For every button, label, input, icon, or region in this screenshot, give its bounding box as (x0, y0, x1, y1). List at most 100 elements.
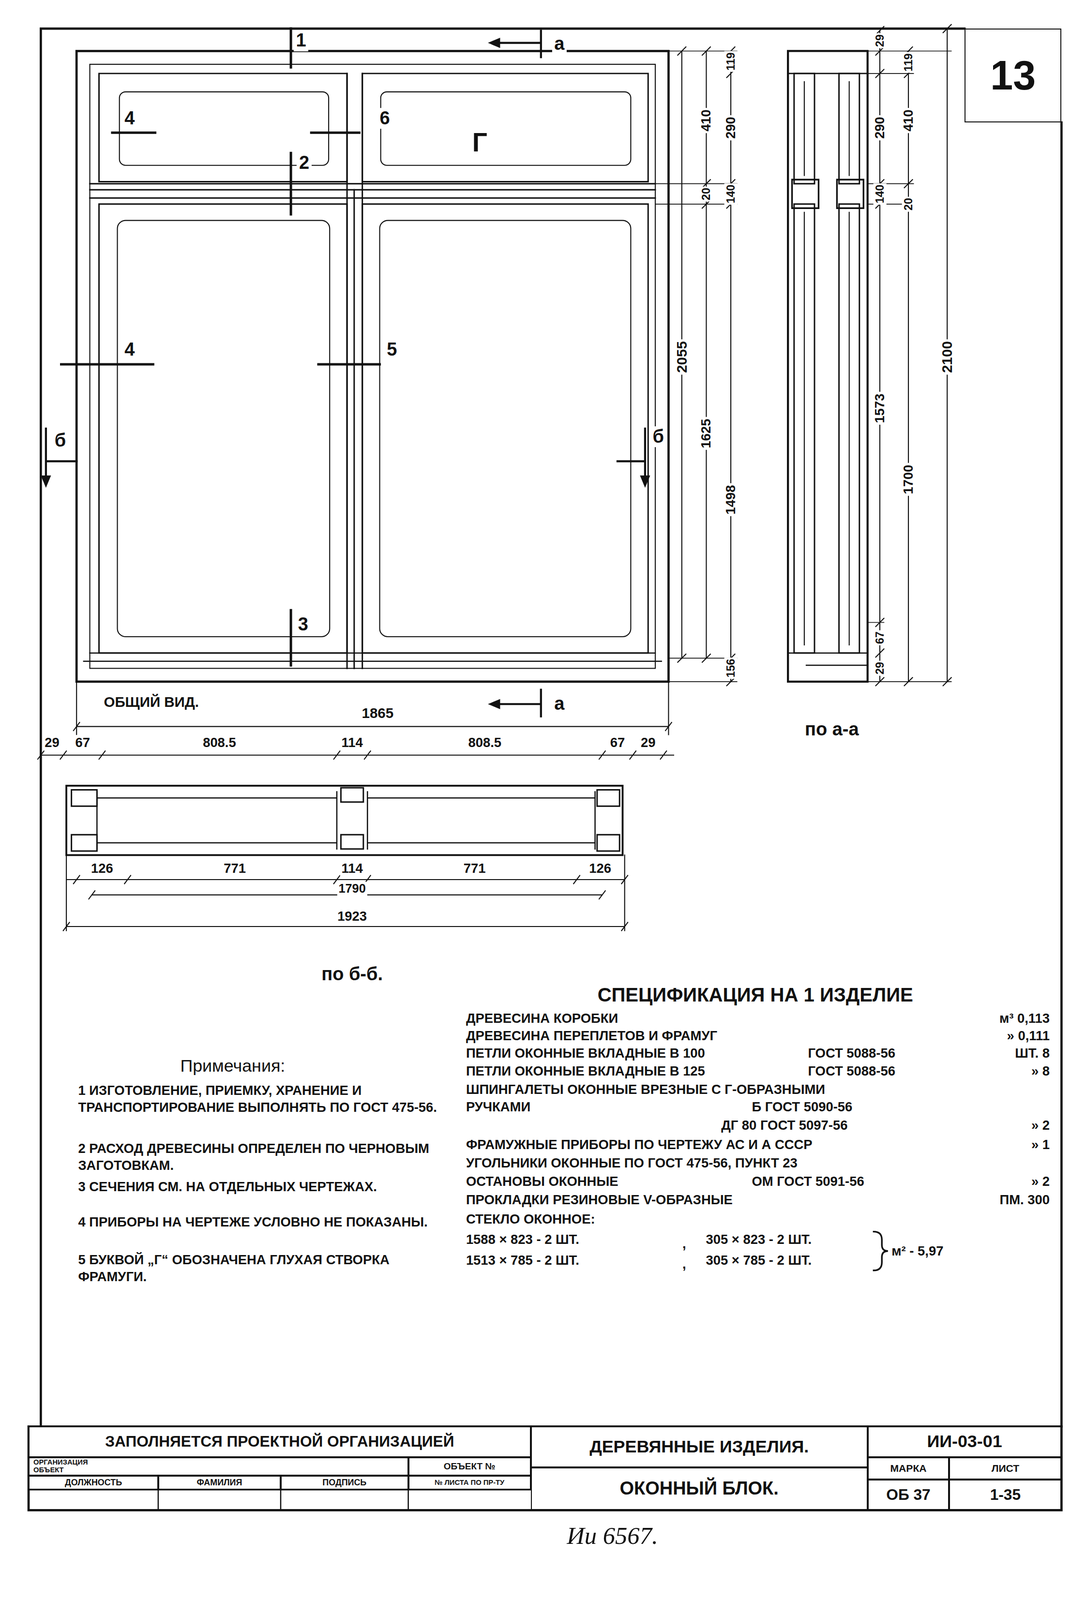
spec-text: ПЕТЛИ ОКОННЫЕ ВКЛАДНЫЕ В 125 (464, 1064, 708, 1080)
plan-section-detail (96, 792, 595, 850)
dimension-value: 2055 (673, 339, 691, 376)
cell-text: ДОЛЖНОСТЬ (64, 1478, 122, 1488)
casement-glass (117, 220, 331, 637)
extension-line (655, 50, 738, 682)
sash-letter: Г (468, 127, 491, 159)
dimension-value: 67 (873, 630, 887, 646)
dimension-value: 410 (900, 107, 917, 134)
dimension-value: 156 (724, 657, 738, 679)
cell-text: ОБЪЕКТ № (443, 1462, 496, 1472)
spec-text: , (680, 1236, 688, 1252)
spec-quantity: » 2 (1029, 1117, 1052, 1134)
section-mark: б (52, 430, 69, 452)
cell-text: 1-35 (990, 1487, 1021, 1504)
casement-glass (379, 220, 632, 637)
handwritten-number: Ии 6567. (563, 1522, 662, 1551)
title-block-cell: 1-35 (949, 1479, 1062, 1511)
title-block-cell: ОКОННЫЙ БЛОК. (530, 1467, 868, 1511)
sill (83, 653, 662, 662)
plan-section (66, 785, 623, 856)
section-mark: б (650, 426, 667, 448)
dimension-value: 126 (587, 860, 613, 877)
vertical-section (787, 50, 868, 682)
spec-text: м² - 5,97 (889, 1243, 946, 1260)
view-title: по а-а (802, 719, 862, 741)
cell-text: ЛИСТ (991, 1463, 1020, 1475)
title-block-cell: МАРКА (867, 1457, 950, 1480)
cell-text: 13 (990, 54, 1036, 98)
title-block-cell: № ЛИСТА ПО ПР-ТУ (408, 1476, 531, 1491)
title-block-cell: ФАМИЛИЯ (158, 1476, 281, 1491)
dimension-value: 119 (902, 51, 916, 73)
spec-text: ФРАМУЖНЫЕ ПРИБОРЫ ПО ЧЕРТЕЖУ АС И А СССР (464, 1137, 815, 1154)
section-mark: а (552, 693, 567, 715)
note-text: 1 ИЗГОТОВЛЕНИЕ, ПРИЕМКУ, ХРАНЕНИЕ И ТРАН… (76, 1082, 463, 1117)
section-mark: 4 (122, 339, 137, 362)
spec-text: 305 × 823 - 2 ШТ. (704, 1232, 814, 1249)
section-mark: а (552, 33, 567, 55)
box-profile (71, 789, 620, 852)
cell-text: ЗАПОЛНЯЕТСЯ ПРОЕКТНОЙ ОРГАНИЗАЦИЕЙ (105, 1433, 454, 1450)
spec-text: СТЕКЛО ОКОННОЕ: (464, 1212, 597, 1228)
view-title: ОБЩИЙ ВИД. (102, 693, 201, 711)
spec-text: ОСТАНОВЫ ОКОННЫЕ (464, 1174, 620, 1190)
view-title: по б-б. (319, 964, 386, 986)
section-mark: 1 (293, 30, 309, 52)
dimension-line (726, 46, 736, 686)
spec-text: РУЧКАМИ (464, 1100, 533, 1116)
title-block-cell: ИИ-03-01 (867, 1426, 1062, 1458)
spec-text: ДРЕВЕСИНА КОРОБКИ (464, 1010, 620, 1027)
mullion-profile (340, 787, 363, 803)
spec-text: ГОСТ 5088-56 (806, 1045, 897, 1062)
spec-text: ДГ 80 ГОСТ 5097-56 (719, 1117, 850, 1134)
spec-text: ОМ ГОСТ 5091-56 (750, 1174, 866, 1190)
note-text: 4 ПРИБОРЫ НА ЧЕРТЕЖЕ УСЛОВНО НЕ ПОКАЗАНЫ… (76, 1213, 463, 1232)
arrow-head (40, 475, 51, 488)
dimension-value: 1498 (723, 483, 739, 517)
glass-line (804, 81, 850, 646)
arrow-head (487, 37, 500, 48)
arrow-head (487, 699, 500, 710)
spec-text: ПРОКЛАДКИ РЕЗИНОВЫЕ V-ОБРАЗНЫЕ (464, 1192, 735, 1208)
dimension-value: 1700 (900, 463, 917, 497)
arrow-head (639, 475, 650, 488)
dimension-value: 29 (873, 661, 887, 677)
spec-text: ГОСТ 5088-56 (806, 1064, 897, 1080)
cell-text: ИИ-03-01 (926, 1432, 1002, 1452)
dimension-value: 1865 (360, 705, 396, 722)
spec-text: 1588 × 823 - 2 ШТ. (464, 1232, 582, 1249)
dimension-value: 290 (872, 114, 888, 140)
spec-quantity: » 8 (1029, 1064, 1052, 1080)
section-mark: 5 (384, 339, 400, 362)
dimension-value: 29 (43, 735, 61, 752)
dimension-value: 140 (873, 183, 887, 205)
dimension-value: 290 (723, 114, 739, 140)
section-arrow (496, 30, 542, 717)
casement-sash (99, 204, 649, 654)
dimension-line (63, 855, 628, 931)
spec-quantity: ПМ. 300 (997, 1192, 1052, 1208)
sheet-number-box: 13 (964, 28, 1062, 123)
dimension-value: 1790 (336, 881, 367, 896)
title-block-cell: ЗАПОЛНЯЕТСЯ ПРОЕКТНОЙ ОРГАНИЗАЦИЕЙ (28, 1426, 531, 1458)
dimension-line (702, 46, 711, 663)
dimension-value: 410 (698, 107, 715, 134)
spec-quantity: » 2 (1029, 1174, 1052, 1190)
title-block-cell: ЛИСТ (949, 1457, 1062, 1480)
dimension-value: 126 (89, 860, 115, 877)
spec-title: СПЕЦИФИКАЦИЯ НА 1 ИЗДЕЛИЕ (595, 983, 916, 1007)
section-line (61, 28, 380, 666)
dimension-value: 114 (339, 860, 365, 877)
spec-quantity: м³ 0,113 (997, 1010, 1052, 1027)
title-block-frame (28, 1426, 1062, 1511)
dimension-value: 808.5 (201, 735, 238, 752)
spec-quantity: » 0,111 (1005, 1028, 1052, 1044)
title-block-cell: ОБ 37 (867, 1479, 950, 1511)
dimension-value: 771 (462, 860, 488, 877)
spec-quantity: » 1 (1029, 1137, 1052, 1154)
cell-text: ОБ 37 (886, 1487, 931, 1504)
spec-text: Б ГОСТ 5090-56 (750, 1100, 854, 1116)
